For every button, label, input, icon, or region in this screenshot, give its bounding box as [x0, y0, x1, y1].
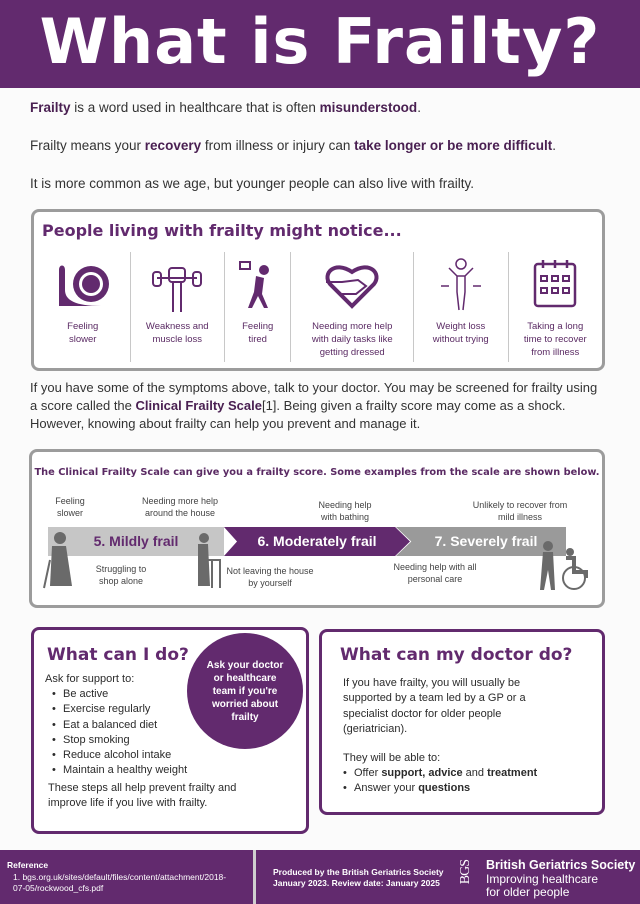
snail-clock-icon [58, 265, 109, 306]
symptom-item: Weight loss without trying [414, 252, 509, 362]
symptom-item: Weakness and muscle loss [131, 252, 225, 362]
org-name: British Geriatrics Society [486, 858, 636, 872]
symptom-item: Feeling slower [36, 252, 131, 362]
doctor-title: What can my doctor do? [340, 645, 573, 665]
scale-note: Needing help with all personal care [393, 562, 477, 584]
reference-title: Reference [7, 860, 49, 870]
scale-note: Not leaving the house by yourself [226, 566, 314, 588]
page-title: What is Frailty? [0, 0, 640, 88]
symptom-item: Needing more help with daily tasks like … [291, 252, 414, 362]
symptoms-box [31, 209, 605, 371]
scale-note: Needing more help around the house [141, 496, 219, 518]
level-severely-frail: 7. Severely frail [396, 527, 566, 556]
list-item: Be active [45, 687, 187, 703]
intro-p3: It is more common as we age, but younger… [30, 176, 474, 191]
intro-p2: Frailty means your recovery from illness… [30, 138, 556, 153]
support-lead: Ask for support to: [45, 673, 135, 685]
list-item: Stop smoking [45, 733, 187, 749]
support-list: Be active Exercise regularly Eat a balan… [45, 687, 187, 779]
footer-divider [253, 850, 256, 904]
calendar-icon [534, 260, 577, 308]
reference-link[interactable]: 1. bgs.org.uk/sites/default/files/conten… [13, 872, 227, 893]
level-mildly-frail: 5. Mildly frail [48, 527, 224, 556]
list-item: Eat a balanced diet [45, 718, 187, 734]
list-item: Maintain a healthy weight [45, 763, 187, 779]
walker-person-icon [198, 533, 221, 588]
scale-title: The Clinical Frailty Scale can give you … [34, 467, 600, 478]
list-item: Reduce alcohol intake [45, 748, 187, 764]
doctor-list: Offer support, advice and treatment Answ… [336, 766, 537, 797]
weight-loss-icon [440, 258, 481, 311]
elderly-person-cane-icon [43, 532, 72, 589]
org-tagline: Improving healthcare for older people [486, 872, 599, 899]
list-item: Exercise regularly [45, 702, 187, 718]
symptoms-title: People living with frailty might notice.… [42, 221, 402, 240]
wheelchair-carer-icon [540, 541, 588, 590]
produced-by: Produced by the British Geriatrics Socie… [273, 867, 444, 888]
scale-note: Struggling to shop alone [95, 564, 147, 586]
weight-lifting-icon [152, 267, 203, 312]
level-moderately-frail: 6. Moderately frail [224, 527, 410, 556]
list-item: Answer your questions [336, 781, 537, 797]
scale-note: Feeling slower [55, 496, 85, 518]
symptom-item: Taking a long time to recover from illne… [509, 252, 603, 362]
what-can-i-do-title: What can I do? [47, 645, 189, 665]
heart-handshake-icon [325, 265, 379, 309]
scale-note: Unlikely to recover from mild illness [472, 500, 568, 522]
doctor-p2: They will be able to: [343, 752, 441, 764]
symptoms-list: Feeling slower Weakness and muscle loss … [36, 252, 602, 362]
doctor-p1: If you have frailty, you will usually be… [343, 677, 526, 735]
scale-note: Needing help with bathing [318, 500, 372, 522]
screening-paragraph: If you have some of the symptoms above, … [30, 380, 598, 431]
symptom-item: Feeling tired [225, 252, 292, 362]
ask-doctor-bubble: Ask your doctor or healthcare team if yo… [187, 633, 303, 749]
footer: Reference 1. bgs.org.uk/sites/default/fi… [0, 850, 640, 904]
intro-p1: Frailty is a word used in healthcare tha… [30, 100, 421, 115]
support-closing: These steps all help prevent frailty and… [48, 782, 237, 809]
tired-person-icon [238, 261, 269, 308]
list-item: Offer support, advice and treatment [336, 766, 537, 782]
bgs-logo: BGS [458, 860, 473, 885]
